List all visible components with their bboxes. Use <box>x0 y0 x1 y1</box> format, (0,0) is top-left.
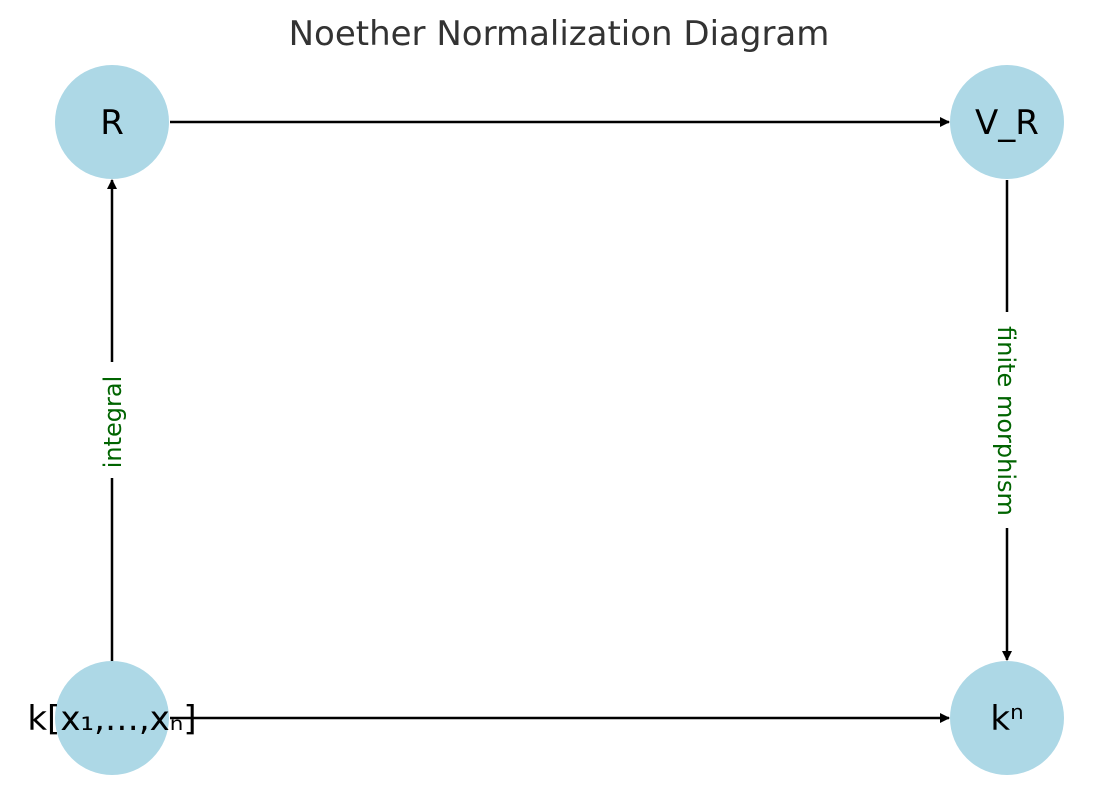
node-polynomial-ring <box>55 661 169 775</box>
nodes: R V_R kⁿ <box>55 65 1064 775</box>
edge-label-integral: integral <box>99 376 127 469</box>
node-v-r-circle <box>950 65 1064 179</box>
node-v-r-label: V_R <box>975 103 1039 143</box>
node-polynomial-ring-label: k[x₁,…,xₙ] <box>27 699 196 739</box>
edge-label-finite-morphism: finite morphism <box>992 326 1020 516</box>
node-r: R <box>55 65 169 179</box>
node-r-circle <box>55 65 169 179</box>
node-v-r: V_R <box>950 65 1064 179</box>
node-r-label: R <box>100 103 124 143</box>
node-polynomial-ring-circle <box>55 661 169 775</box>
node-kn-label: kⁿ <box>990 699 1023 739</box>
diagram-title: Noether Normalization Diagram <box>289 14 830 54</box>
node-kn: kⁿ <box>950 661 1064 775</box>
edges <box>107 117 1012 723</box>
node-kn-circle <box>950 661 1064 775</box>
